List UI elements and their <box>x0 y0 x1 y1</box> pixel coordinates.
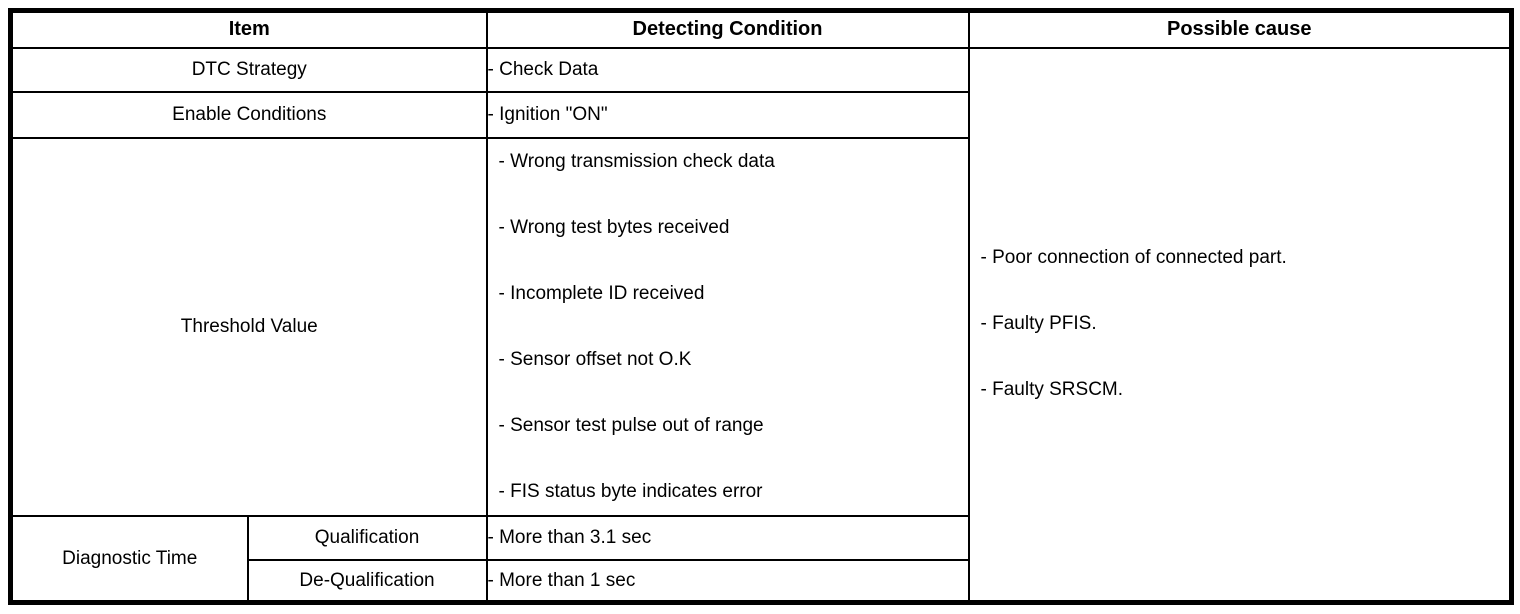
dtc-strategy-label: DTC Strategy <box>9 46 488 93</box>
diagnostic-time-label: Diagnostic Time <box>9 515 249 604</box>
enable-conditions-condition: - Ignition "ON" <box>485 90 970 139</box>
enable-conditions-condition-text: - Ignition "ON" <box>487 103 608 125</box>
threshold-condition-item: - Sensor offset not O.K <box>498 349 692 370</box>
de-qualification-condition-text: - More than 1 sec <box>487 569 636 591</box>
dtc-detecting-condition-table: Item Detecting Condition Possible cause … <box>8 8 1514 605</box>
threshold-value-label: Threshold Value <box>9 136 488 518</box>
possible-cause-item: - Faulty SRSCM. <box>980 379 1124 401</box>
possible-cause-item: - Faulty PFIS. <box>980 313 1097 335</box>
qualification-condition-text: - More than 3.1 sec <box>487 527 652 549</box>
qualification-label: Qualification <box>246 515 488 562</box>
dtc-strategy-condition: - Check Data <box>485 46 970 93</box>
threshold-condition-item: - Wrong test bytes received <box>498 217 730 238</box>
table-header-row: Item Detecting Condition Possible cause <box>9 9 1513 49</box>
enable-conditions-label: Enable Conditions <box>9 90 488 139</box>
threshold-condition-item: - FIS status byte indicates error <box>498 481 763 502</box>
threshold-condition-item: - Incomplete ID received <box>498 283 705 304</box>
threshold-value-conditions-cell: - Wrong transmission check data - Wrong … <box>485 136 970 518</box>
row-threshold-value: Threshold Value - Wrong transmission che… <box>9 136 1512 518</box>
de-qualification-label: De-Qualification <box>246 559 488 604</box>
header-detecting-condition: Detecting Condition <box>485 9 970 49</box>
possible-cause-list: - Poor connection of connected part. - F… <box>971 247 1510 401</box>
possible-cause-item: - Poor connection of connected part. <box>980 247 1287 269</box>
row-de-qualification: De-Qualification - More than 1 sec <box>11 559 1512 604</box>
row-enable-conditions: Enable Conditions - Ignition "ON" <box>9 90 1512 139</box>
de-qualification-condition: - More than 1 sec <box>485 559 970 604</box>
threshold-condition-item: - Sensor test pulse out of range <box>498 415 764 436</box>
threshold-condition-list: - Wrong transmission check data - Wrong … <box>489 151 967 503</box>
header-item: Item <box>9 9 488 49</box>
row-dtc-strategy: DTC Strategy - Check Data - Poor connect… <box>9 46 1513 604</box>
dtc-strategy-condition-text: - Check Data <box>487 58 599 80</box>
header-possible-cause: Possible cause <box>967 9 1513 49</box>
threshold-condition-item: - Wrong transmission check data <box>498 151 775 172</box>
row-qualification: Diagnostic Time Qualification - More tha… <box>9 515 1512 604</box>
qualification-condition: - More than 3.1 sec <box>485 515 970 562</box>
possible-cause-cell: - Poor connection of connected part. - F… <box>967 46 1513 604</box>
